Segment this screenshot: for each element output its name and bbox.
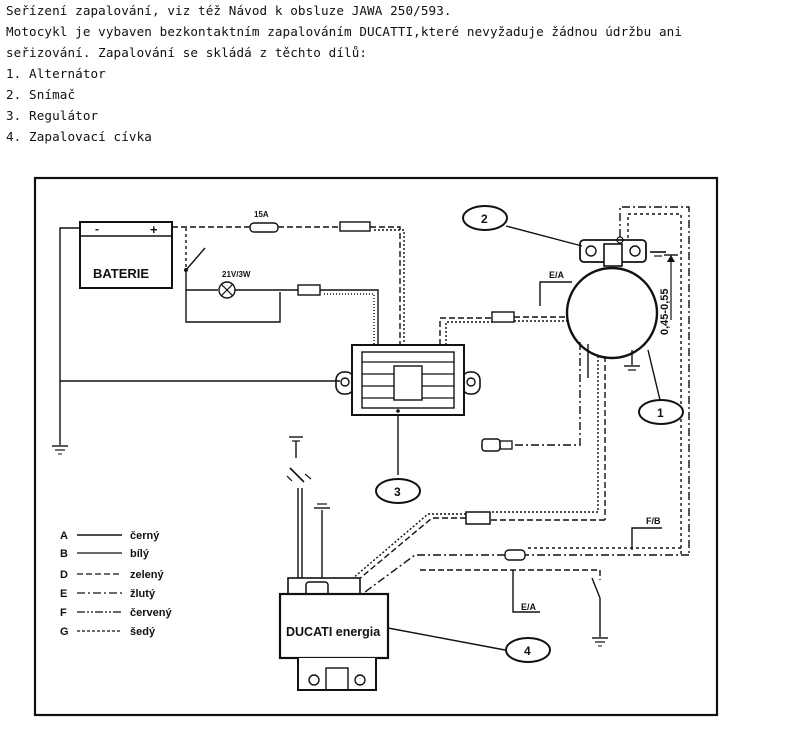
part-item-4: 4. Zapalovací cívka	[6, 129, 152, 144]
wire-fb-to-coil	[364, 554, 505, 593]
connector-coil	[465, 511, 491, 525]
legend-item-g: G šedý	[60, 626, 156, 638]
connector-lamp	[297, 284, 321, 296]
wire-ea-bottom	[512, 570, 540, 613]
callout-4-leader	[387, 627, 506, 651]
svg-text:bílý: bílý	[130, 548, 150, 560]
part-item-1: 1. Alternátor	[6, 66, 106, 81]
switch	[185, 247, 206, 271]
callout-3: 3	[375, 478, 421, 504]
legend-item-b: B bílý	[60, 548, 150, 560]
svg-text:černý: černý	[130, 530, 160, 542]
wire-lamp-to-regulator-2	[324, 293, 375, 345]
svg-text:červený: červený	[130, 607, 172, 619]
wire-alt-to-plug	[515, 342, 581, 446]
svg-text:E: E	[60, 588, 67, 600]
battery-label: BATERIE	[93, 266, 149, 281]
regulator	[335, 344, 481, 416]
wire-sensor-red	[619, 206, 690, 555]
coil-label: DUCATI energia	[286, 625, 381, 639]
battery-minus: -	[95, 222, 99, 236]
diagram-frame	[33, 176, 719, 717]
doc-intro-line-1: Motocykl je vybaven bezkontaktním zapalo…	[6, 24, 683, 39]
connector-top	[339, 221, 371, 232]
wire-to-regulator-2	[374, 229, 405, 345]
legend-item-e: E žlutý	[60, 588, 156, 600]
legend-item-d: D zelený	[60, 569, 165, 581]
battery: - + BATERIE	[79, 221, 173, 289]
document-text: Seřízení zapalování, viz též Návod k obs…	[6, 0, 796, 147]
wire-regulator-alt-1	[439, 317, 492, 345]
wire-ea-top	[539, 281, 572, 306]
alternator	[565, 266, 659, 378]
wire-coil-1	[351, 517, 466, 586]
doc-heading: Seřízení zapalování, viz též Návod k obs…	[6, 3, 452, 18]
legend: A černý B bílý D zelený E žlutý F červen…	[60, 530, 172, 638]
callout-4: 4	[505, 637, 551, 663]
part-item-2: 2. Snímač	[6, 87, 76, 102]
ground-symbol	[52, 445, 68, 455]
svg-text:D: D	[60, 569, 68, 581]
battery-plus: +	[150, 222, 158, 237]
fuse-label: 15A	[254, 210, 269, 219]
wire-ea-top-label: E/A	[549, 270, 565, 280]
doc-intro-line-2: seřizování. Zapalování se skládá z těcht…	[6, 45, 368, 60]
kill-switch	[591, 577, 601, 599]
legend-item-f: F červený	[60, 607, 172, 619]
connector-regulator	[491, 311, 515, 323]
fuse: 15A	[249, 210, 279, 233]
wire-sensor-grey	[627, 213, 682, 555]
wire-fb-label: F/B	[646, 516, 661, 526]
callout-2: 2	[462, 205, 583, 247]
part-item-3: 3. Regulátor	[6, 108, 99, 123]
svg-text:4: 4	[524, 644, 531, 658]
svg-text:šedý: šedý	[130, 626, 156, 638]
svg-text:2: 2	[481, 212, 488, 226]
wire-kill-switch	[420, 569, 601, 580]
legend-item-a: A černý	[60, 530, 160, 542]
gap-label: 0,45-0,55	[659, 289, 671, 335]
callout-1: 1	[638, 349, 684, 425]
pickup-sensor	[579, 236, 666, 267]
wire-coil-2	[344, 513, 466, 586]
lamp-label: 21V/3W	[222, 270, 251, 279]
wire-lamp-to-regulator	[320, 289, 379, 345]
svg-text:F: F	[60, 607, 67, 619]
svg-text:B: B	[60, 548, 68, 560]
svg-text:zelený: zelený	[130, 569, 165, 581]
ignition-coil: DUCATI energia	[278, 577, 390, 691]
spark-plug-icon	[286, 436, 312, 483]
wire-to-regulator-1	[370, 226, 401, 345]
wire-fb-tag	[631, 527, 662, 550]
wire-switch-loop	[185, 272, 281, 323]
wire-ea-bottom-label: E/A	[521, 602, 537, 612]
wire-battery-ground	[59, 227, 80, 445]
svg-text:G: G	[60, 626, 69, 638]
svg-text:žlutý: žlutý	[130, 588, 156, 600]
svg-text:1: 1	[657, 406, 664, 420]
svg-text:A: A	[60, 530, 68, 542]
connector-fb	[504, 549, 526, 561]
plug-connector	[481, 438, 513, 452]
svg-text:3: 3	[394, 485, 401, 499]
wire-regulator-alt-2	[445, 321, 492, 345]
lamp-icon	[218, 281, 236, 299]
